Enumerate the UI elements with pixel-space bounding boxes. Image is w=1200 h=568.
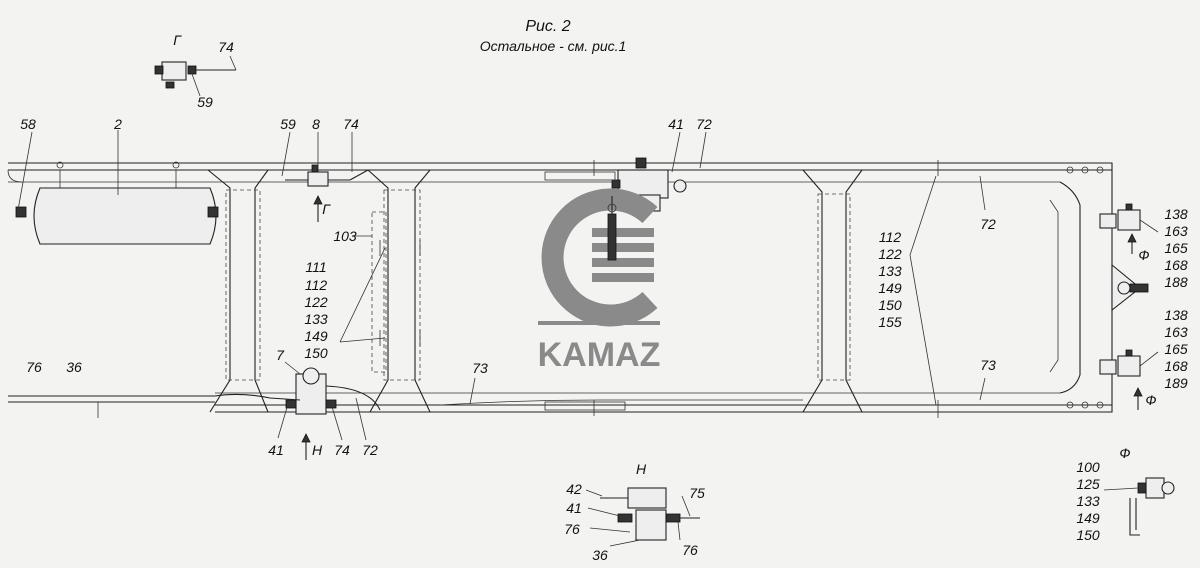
callout-l76-left: 76 bbox=[26, 359, 42, 375]
callout-grp2-133: 133 bbox=[878, 263, 902, 279]
callout-n-75: 75 bbox=[689, 485, 705, 501]
logo-text: KAMAZ bbox=[538, 336, 661, 374]
bracket-bottom bbox=[544, 401, 626, 411]
callout-r1-165: 165 bbox=[1164, 240, 1188, 256]
callout-l8: 8 bbox=[312, 116, 320, 132]
callout-f-125: 125 bbox=[1076, 476, 1100, 492]
rear-valve-upper bbox=[1099, 203, 1141, 231]
callout-l73-mid: 73 bbox=[472, 360, 488, 376]
rear-crossmember bbox=[1049, 162, 1113, 413]
leader-lines bbox=[17, 130, 1159, 441]
frame-top-rail bbox=[8, 162, 1112, 183]
figure-subtitle: Остальное - см. рис.1 bbox=[480, 38, 627, 54]
callout-l103: 103 bbox=[333, 228, 357, 244]
callout-grp1-112: 112 bbox=[305, 277, 328, 293]
callout-arrow-g: Г bbox=[322, 201, 331, 217]
callout-f-150: 150 bbox=[1076, 527, 1100, 543]
callout-arrow-n: Н bbox=[312, 442, 323, 458]
callout-grp2-150: 150 bbox=[878, 297, 902, 313]
callout-l74-top: 74 bbox=[343, 116, 359, 132]
callout-arrow-f2: Ф bbox=[1145, 392, 1156, 408]
valve-8 bbox=[285, 164, 369, 187]
callout-r1-168: 168 bbox=[1164, 257, 1188, 273]
callout-r1-163: 163 bbox=[1164, 223, 1188, 239]
callout-g-59: 59 bbox=[197, 94, 213, 110]
callout-grp2-122: 122 bbox=[878, 246, 902, 262]
frame-front-bend bbox=[7, 169, 23, 183]
callout-l58: 58 bbox=[20, 116, 36, 132]
callout-l59: 59 bbox=[280, 116, 296, 132]
air-tank bbox=[15, 161, 219, 245]
callout-grp1-122: 122 bbox=[304, 294, 328, 310]
callout-grp1-150: 150 bbox=[304, 345, 328, 361]
crossmember-2 bbox=[367, 169, 431, 413]
callout-l73-right: 73 bbox=[980, 357, 996, 373]
callout-l72-right: 72 bbox=[980, 216, 996, 232]
callout-grp2-149: 149 bbox=[878, 280, 902, 296]
crossmember-1 bbox=[207, 169, 269, 413]
callout-grp2-112: 112 bbox=[879, 229, 902, 245]
detail-view-f bbox=[1103, 477, 1175, 536]
protection-valve-7 bbox=[285, 367, 337, 415]
callout-l2: 2 bbox=[113, 116, 122, 132]
rear-valve-lower bbox=[1099, 349, 1141, 377]
callout-grp1-133: 133 bbox=[304, 311, 328, 327]
callout-f-133: 133 bbox=[1076, 493, 1100, 509]
detail-view-n bbox=[585, 487, 700, 547]
pipe-clamps bbox=[97, 160, 939, 418]
tow-hook bbox=[1111, 263, 1149, 312]
crossmember-3 bbox=[802, 169, 863, 413]
callout-r1-188: 188 bbox=[1164, 274, 1188, 290]
callout-l72-top: 72 bbox=[696, 116, 712, 132]
callout-l7: 7 bbox=[276, 347, 285, 363]
callout-r1-138: 138 bbox=[1164, 206, 1188, 222]
callout-l72-bot: 72 bbox=[362, 442, 378, 458]
callout-f-view: Ф bbox=[1119, 445, 1130, 461]
logo-arc bbox=[541, 188, 658, 327]
callout-grp1-111: 111 bbox=[305, 259, 326, 275]
callout-r2-138: 138 bbox=[1164, 307, 1188, 323]
callout-n-76a: 76 bbox=[564, 521, 580, 537]
callout-f-149: 149 bbox=[1076, 510, 1100, 526]
callout-l74-bot: 74 bbox=[334, 442, 350, 458]
view-arrows bbox=[301, 195, 1143, 460]
callout-grp1-149: 149 bbox=[304, 328, 328, 344]
callout-grp2-155: 155 bbox=[878, 314, 902, 330]
callout-g-74: 74 bbox=[218, 39, 234, 55]
callout-g-view: Г bbox=[173, 32, 182, 48]
callout-l36-left: 36 bbox=[66, 359, 82, 375]
frame-bottom-rail bbox=[215, 392, 1112, 413]
callout-n-36: 36 bbox=[592, 547, 608, 563]
figure-title: Рис. 2 bbox=[525, 18, 570, 35]
callout-n-view: Н bbox=[636, 461, 647, 477]
callout-l41-bot: 41 bbox=[268, 442, 284, 458]
callout-r2-168: 168 bbox=[1164, 358, 1188, 374]
callout-r2-163: 163 bbox=[1164, 324, 1188, 340]
callout-r2-165: 165 bbox=[1164, 341, 1188, 357]
pipeline-bottom bbox=[8, 385, 803, 411]
callout-r2-189: 189 bbox=[1164, 375, 1188, 391]
detail-view-g bbox=[154, 55, 237, 97]
spring-component bbox=[607, 196, 617, 261]
callout-f-100: 100 bbox=[1076, 459, 1100, 475]
bracket-top bbox=[544, 171, 616, 181]
callout-l41-top: 41 bbox=[668, 116, 684, 132]
kamaz-logo: KAMAZ bbox=[538, 188, 661, 374]
callout-arrow-f1: Ф bbox=[1138, 247, 1149, 263]
callout-n-41: 41 bbox=[566, 500, 582, 516]
callout-n-42: 42 bbox=[566, 481, 582, 497]
callout-n-76b: 76 bbox=[682, 542, 698, 558]
